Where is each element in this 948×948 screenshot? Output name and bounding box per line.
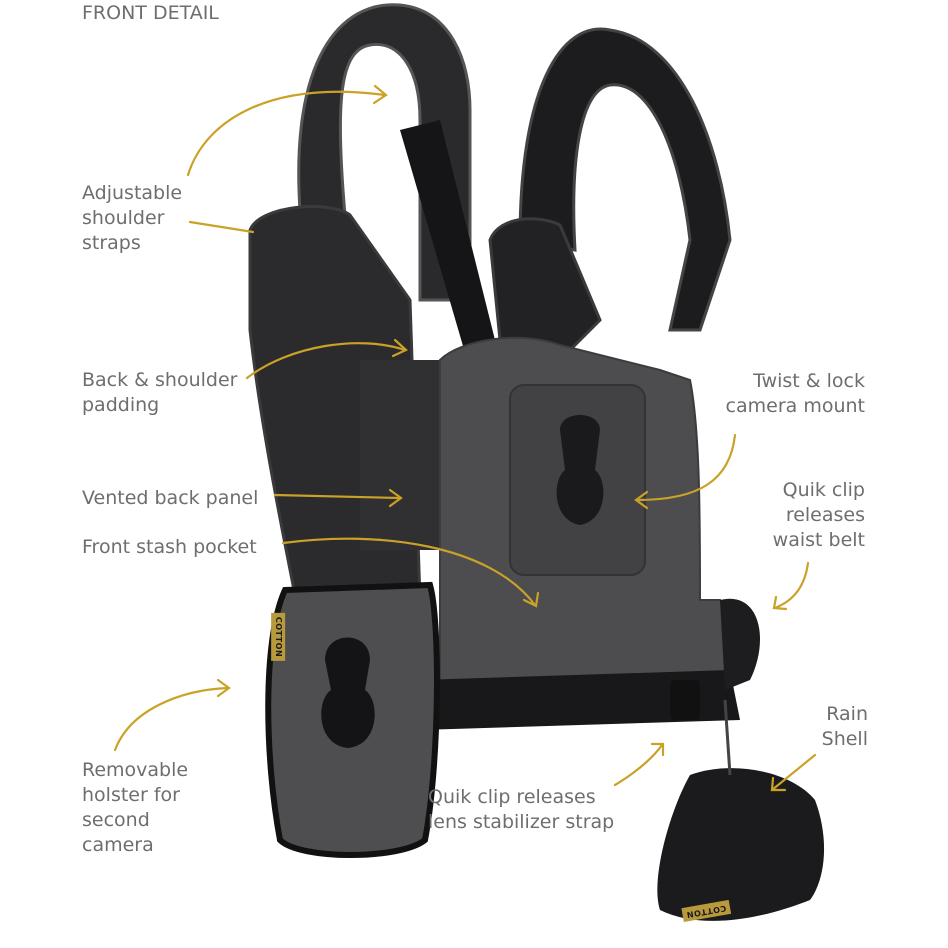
callout-padding: Back & shoulder padding (82, 368, 237, 418)
waist-belt (420, 670, 740, 730)
callout-mount: Twist & lock camera mount (726, 369, 865, 419)
line-pocket (281, 537, 537, 607)
callout-text: camera mount (725, 395, 865, 417)
holster-clip (321, 637, 375, 748)
callout-text: releases (785, 504, 865, 526)
callout-rain: Rain Shell (822, 702, 868, 752)
callout-text: Quik clip (782, 479, 865, 501)
callout-text: Adjustable (82, 182, 183, 204)
callout-text: Rain (826, 703, 868, 725)
arrowheads (216, 84, 788, 792)
right-back-pad (488, 217, 602, 362)
right-shoulder-strap (518, 27, 732, 332)
annotation-lines (113, 90, 817, 792)
callout-text: Quik clip releases (428, 786, 596, 808)
line-shoulder-straps (188, 220, 255, 234)
callout-text: Twist & lock (753, 370, 865, 392)
callout-text: waist belt (772, 529, 865, 551)
callout-lens: Quik clip releases lens stabilizer strap (428, 785, 614, 835)
callout-text: camera (82, 834, 154, 856)
callout-text: padding (82, 394, 160, 416)
rain-shell-pouch (657, 768, 825, 921)
callout-text: straps (82, 232, 141, 254)
callout-text: shoulder (82, 207, 165, 229)
camera-mount-clip (556, 415, 604, 525)
page-title: FRONT DETAIL (82, 2, 219, 24)
callout-text: Removable (82, 759, 189, 781)
callout-text: holster for (82, 784, 180, 806)
callout-text: lens stabilizer strap (428, 811, 615, 833)
line-padding (245, 342, 407, 380)
callout-text: Vented back panel (82, 487, 259, 509)
line-lens (613, 743, 664, 787)
center-strap (400, 120, 500, 370)
line-rain (770, 753, 817, 792)
left-shoulder-strap (297, 3, 472, 302)
callout-shoulder-straps: Adjustable shoulder straps (82, 181, 182, 256)
callout-vented: Vented back panel (82, 486, 258, 511)
side-buckle (670, 680, 700, 720)
callout-text: Front stash pocket (82, 536, 257, 558)
waist-buckle (720, 598, 760, 690)
callout-waist: Quik clip releases waist belt (773, 478, 865, 553)
line-holster (113, 686, 230, 752)
callout-text: second (82, 809, 150, 831)
line-mount (635, 433, 737, 502)
line-vented (273, 493, 402, 500)
rain-shell-clip (723, 699, 732, 776)
line-waist (773, 561, 810, 610)
callout-text: Shell (821, 728, 868, 750)
callout-pocket: Front stash pocket (82, 535, 257, 560)
holster-brand-tag: COTTON (271, 612, 286, 662)
line-shoulder-straps-arc (186, 90, 387, 177)
callout-text: Back & shoulder (82, 369, 238, 391)
callout-holster: Removable holster for second camera (82, 758, 188, 858)
